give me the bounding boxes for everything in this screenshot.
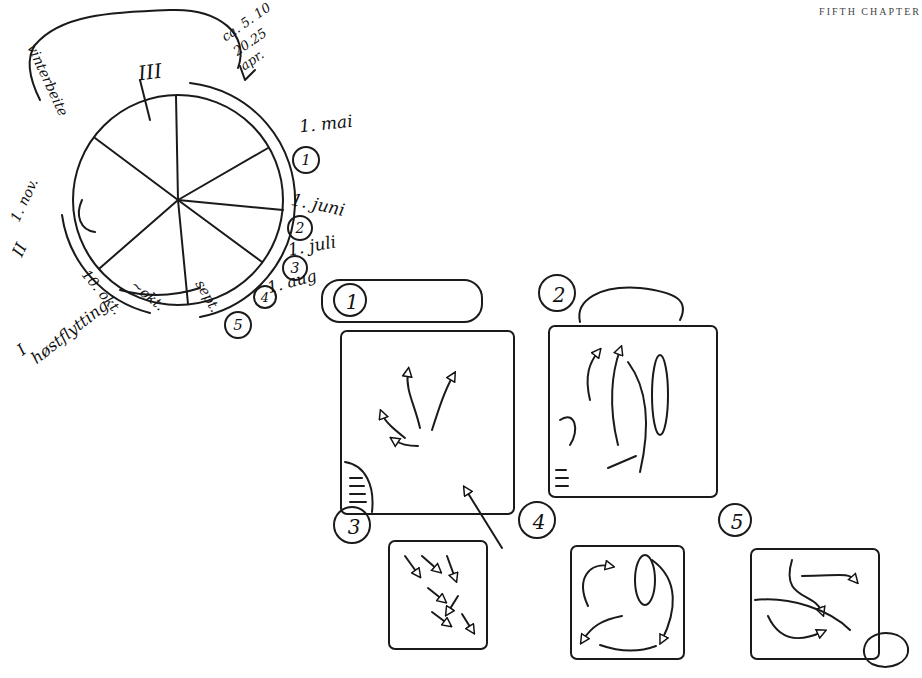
handwritten-note: 1. nov. <box>8 176 40 224</box>
handwritten-note: 2 <box>296 221 305 235</box>
handwritten-note: III <box>137 60 163 83</box>
handwritten-note: 4 <box>261 291 269 304</box>
running-header: FIFTH CHAPTER <box>819 7 921 17</box>
wheel-spokes <box>95 80 283 304</box>
handwritten-note: 1. juli <box>287 233 338 258</box>
panel-number: 2 <box>553 285 566 305</box>
sketch-panel: 3 <box>388 540 488 650</box>
sketch-panel: 2 <box>548 325 718 498</box>
year-wheel <box>73 95 283 305</box>
handwritten-note: 1 <box>301 153 311 168</box>
inner-arc <box>79 200 95 232</box>
panel-number: 3 <box>348 517 361 537</box>
heading-oval <box>322 280 482 322</box>
panel-number: 5 <box>731 512 744 532</box>
handwritten-note: 1. mai <box>299 113 354 135</box>
handwritten-note: 1. aug <box>266 268 319 297</box>
handwritten-note: høstflytting <box>29 297 112 367</box>
sketch-panel: 1 <box>340 330 515 515</box>
sketch-panel: 4 <box>570 545 685 660</box>
handwritten-note: 5 <box>233 318 243 333</box>
panel-number: 4 <box>533 512 546 532</box>
handwritten-note: II <box>10 241 30 259</box>
handwritten-note: 1. juni <box>290 191 347 219</box>
sketch-panel: 5 <box>750 548 880 660</box>
panel-number: 1 <box>346 292 359 312</box>
heading-scribble <box>579 288 683 322</box>
handwritten-note: I <box>15 342 30 359</box>
migration-loop <box>30 10 241 100</box>
